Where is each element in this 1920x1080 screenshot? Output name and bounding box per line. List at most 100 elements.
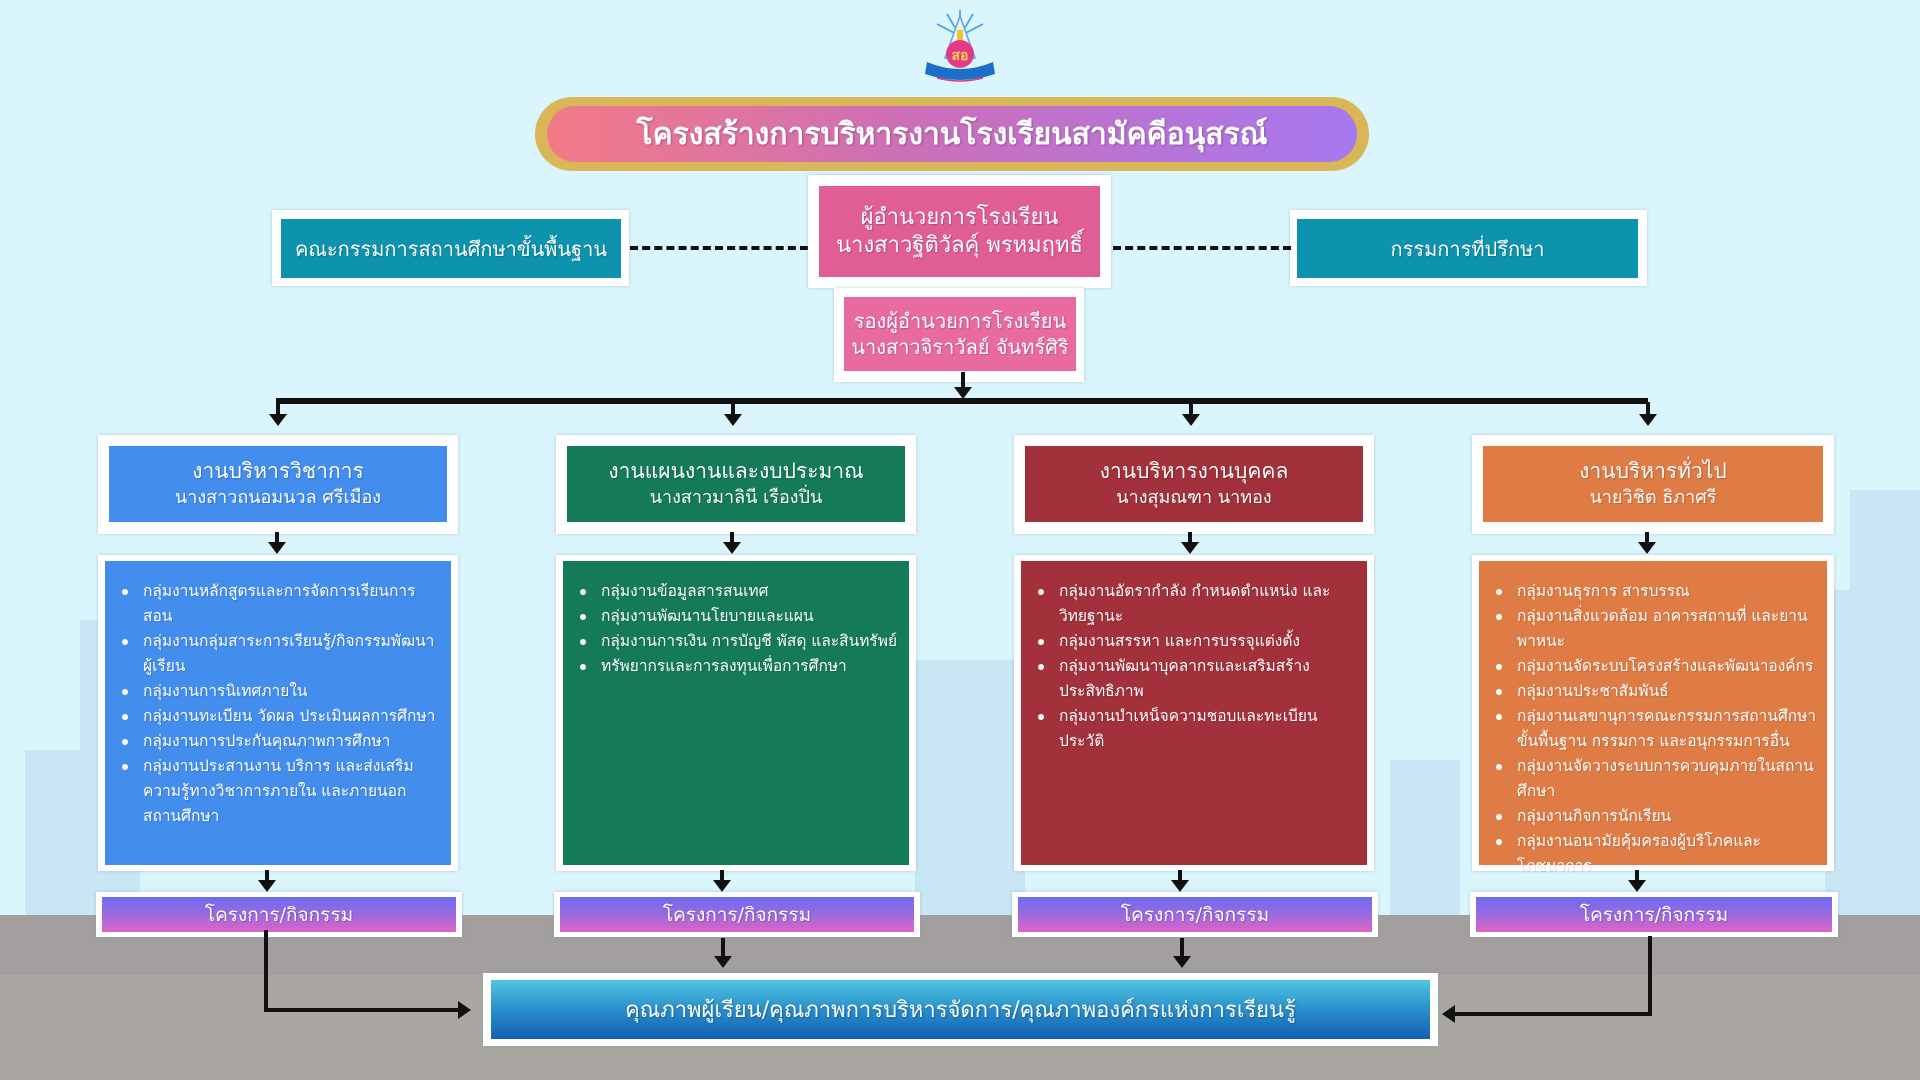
project-activity-box[interactable]: โครงการ/กิจกรรม [102, 897, 456, 932]
department-head-name: นางสุมณฑา นาทอง [1116, 487, 1272, 508]
department-header[interactable]: งานบริหารทั่วไปนายวิชิต ธิภาศรี [1483, 446, 1823, 522]
list-item: กลุ่มงานการนิเทศภายใน [119, 679, 441, 704]
department-task-list: กลุ่มงานธุรการ สารบรรณกลุ่มงานสิ่งแวดล้อ… [1479, 561, 1827, 875]
arrow-down-icon [258, 880, 276, 892]
department-title: งานแผนงานและงบประมาณ [608, 459, 864, 483]
list-item: ทรัพยากรและการลงทุนเพื่อการศึกษา [577, 654, 899, 679]
horizontal-connector [276, 398, 1648, 404]
list-item: กลุ่มงานสรรหา และการบรรจุแต่งตั้ง [1035, 629, 1357, 654]
dashed-connector-left [630, 246, 808, 250]
list-item: กลุ่มงานประสานงาน บริการ และส่งเสริมความ… [119, 754, 441, 829]
department-header[interactable]: งานบริหารงานบุคคลนางสุมณฑา นาทอง [1025, 446, 1363, 522]
list-item: กลุ่มงานอนามัยคุ้มครองผู้บริโภคและโภชนาก… [1493, 829, 1817, 879]
arrow-down-icon [1181, 542, 1199, 554]
arrow-down-icon [1628, 880, 1646, 892]
department-head-name: นางสาวมาลินี เรืองปิ่น [649, 487, 823, 508]
arrow-left-icon [1442, 1005, 1455, 1023]
project-activity-box[interactable]: โครงการ/กิจกรรม [1018, 897, 1372, 932]
department-header[interactable]: งานแผนงานและงบประมาณนางสาวมาลินี เรืองปิ… [567, 446, 905, 522]
outcome-label: คุณภาพผู้เรียน/คุณภาพการบริหารจัดการ/คุณ… [625, 998, 1296, 1023]
task-list: กลุ่มงานข้อมูลสารสนเทศกลุ่มงานพัฒนานโยบา… [577, 579, 899, 679]
arrow-down-icon [268, 542, 286, 554]
director-box[interactable]: ผู้อำนวยการโรงเรียน นางสาวฐิติวัลคุ์ พรห… [819, 186, 1100, 277]
list-item: กลุ่มงานกลุ่มสาระการเรียนรู้/กิจกรรมพัฒน… [119, 629, 441, 679]
list-item: กลุ่มงานพัฒนาบุคลากรและเสริมสร้างประสิทธ… [1035, 654, 1357, 704]
project-activity-label: โครงการ/กิจกรรม [662, 903, 812, 926]
city-silhouette [1390, 760, 1460, 915]
list-item: กลุ่มงานทะเบียน วัดผล ประเมินผลการศึกษา [119, 704, 441, 729]
connector-line [1635, 870, 1639, 882]
arrow-down-icon [1171, 880, 1189, 892]
connector-line [1188, 532, 1192, 544]
department-head-name: นายวิชิต ธิภาศรี [1589, 487, 1717, 508]
department-header[interactable]: งานบริหารวิชาการนางสาวถนอมนวล ศรีเมือง [109, 446, 447, 522]
list-item: กลุ่มงานเลขานุการคณะกรรมการสถานศึกษาขั้น… [1493, 704, 1817, 754]
director-role: ผู้อำนวยการโรงเรียน [860, 204, 1059, 230]
arrow-down-icon [954, 387, 972, 399]
department-task-list: กลุ่มงานข้อมูลสารสนเทศกลุ่มงานพัฒนานโยบา… [563, 561, 909, 865]
arrow-down-icon [1173, 956, 1191, 968]
department-title: งานบริหารทั่วไป [1579, 459, 1727, 483]
connector-line [276, 402, 280, 416]
list-item: กลุ่มงานประชาสัมพันธ์ [1493, 679, 1817, 704]
arrow-down-icon [1639, 414, 1657, 426]
committee-right-box[interactable]: กรรมการที่ปรึกษา [1297, 219, 1638, 278]
page-title: โครงสร้างการบริหารงานโรงเรียนสามัคคีอนุส… [547, 106, 1357, 162]
project-activity-label: โครงการ/กิจกรรม [204, 903, 354, 926]
department-title: งานบริหารวิชาการ [192, 459, 364, 483]
arrow-down-icon [713, 880, 731, 892]
connector-line [1646, 402, 1650, 416]
list-item: กลุ่มงานธุรการ สารบรรณ [1493, 579, 1817, 604]
outcome-box[interactable]: คุณภาพผู้เรียน/คุณภาพการบริหารจัดการ/คุณ… [491, 980, 1430, 1039]
connector-line [264, 930, 268, 1012]
project-activity-box[interactable]: โครงการ/กิจกรรม [560, 897, 914, 932]
connector-line [1178, 870, 1182, 882]
connector-line [1180, 938, 1184, 958]
project-activity-label: โครงการ/กิจกรรม [1579, 903, 1729, 926]
director-name: นางสาวฐิติวัลคุ์ พรหมฤทธิ์ [836, 232, 1083, 258]
arrow-down-icon [723, 542, 741, 554]
city-silhouette [25, 750, 105, 915]
list-item: กลุ่มงานการประกันคุณภาพการศึกษา [119, 729, 441, 754]
list-item: กลุ่มงานกิจการนักเรียน [1493, 804, 1817, 829]
department-task-list: กลุ่มงานหลักสูตรและการจัดการเรียนการสอนก… [105, 561, 451, 865]
svg-text:สอ: สอ [952, 48, 969, 64]
committee-right-label: กรรมการที่ปรึกษา [1390, 236, 1545, 261]
connector-line [1455, 1012, 1652, 1016]
list-item: กลุ่มงานจัดระบบโครงสร้างและพัฒนาองค์กร [1493, 654, 1817, 679]
task-list: กลุ่มงานหลักสูตรและการจัดการเรียนการสอนก… [119, 579, 441, 829]
deputy-role: รองผู้อำนวยการโรงเรียน [853, 309, 1067, 333]
connector-line [265, 870, 269, 882]
connector-line [1189, 402, 1193, 416]
connector-line [1648, 936, 1652, 1016]
arrow-down-icon [1638, 542, 1656, 554]
list-item: กลุ่มงานหลักสูตรและการจัดการเรียนการสอน [119, 579, 441, 629]
school-emblem-icon: สอ [915, 6, 1005, 90]
list-item: กลุ่มงานการเงิน การบัญชี พัสดุ และสินทรั… [577, 629, 899, 654]
connector-line [731, 402, 735, 416]
deputy-name: นางสาวจิราวัลย์ จันทร์ศิริ [851, 335, 1069, 359]
arrow-down-icon [714, 956, 732, 968]
list-item: กลุ่มงานอัตรากำลัง กำหนดตำแหน่ง และวิทยฐ… [1035, 579, 1357, 629]
department-title: งานบริหารงานบุคคล [1099, 459, 1289, 483]
arrow-down-icon [1182, 414, 1200, 426]
connector-line [275, 532, 279, 544]
committee-left-box[interactable]: คณะกรรมการสถานศึกษาขั้นพื้นฐาน [281, 219, 621, 278]
connector-line [720, 870, 724, 882]
committee-left-label: คณะกรรมการสถานศึกษาขั้นพื้นฐาน [294, 236, 608, 261]
connector-line [730, 532, 734, 544]
title-banner: โครงสร้างการบริหารงานโรงเรียนสามัคคีอนุส… [535, 97, 1369, 171]
list-item: กลุ่มงานจัดวางระบบการควบคุมภายในสถานศึกษ… [1493, 754, 1817, 804]
dashed-connector-right [1113, 246, 1291, 250]
arrow-down-icon [724, 414, 742, 426]
arrow-right-icon [458, 1001, 471, 1019]
arrow-down-icon [269, 414, 287, 426]
project-activity-label: โครงการ/กิจกรรม [1120, 903, 1270, 926]
department-head-name: นางสาวถนอมนวล ศรีเมือง [174, 487, 382, 508]
deputy-box[interactable]: รองผู้อำนวยการโรงเรียน นางสาวจิราวัลย์ จ… [844, 297, 1076, 371]
list-item: กลุ่มงานสิ่งแวดล้อม อาคารสถานที่ และยานพ… [1493, 604, 1817, 654]
project-activity-box[interactable]: โครงการ/กิจกรรม [1476, 897, 1832, 932]
task-list: กลุ่มงานอัตรากำลัง กำหนดตำแหน่ง และวิทยฐ… [1035, 579, 1357, 754]
list-item: กลุ่มงานบำเหน็จความชอบและทะเบียนประวัติ [1035, 704, 1357, 754]
connector-line [961, 372, 965, 390]
